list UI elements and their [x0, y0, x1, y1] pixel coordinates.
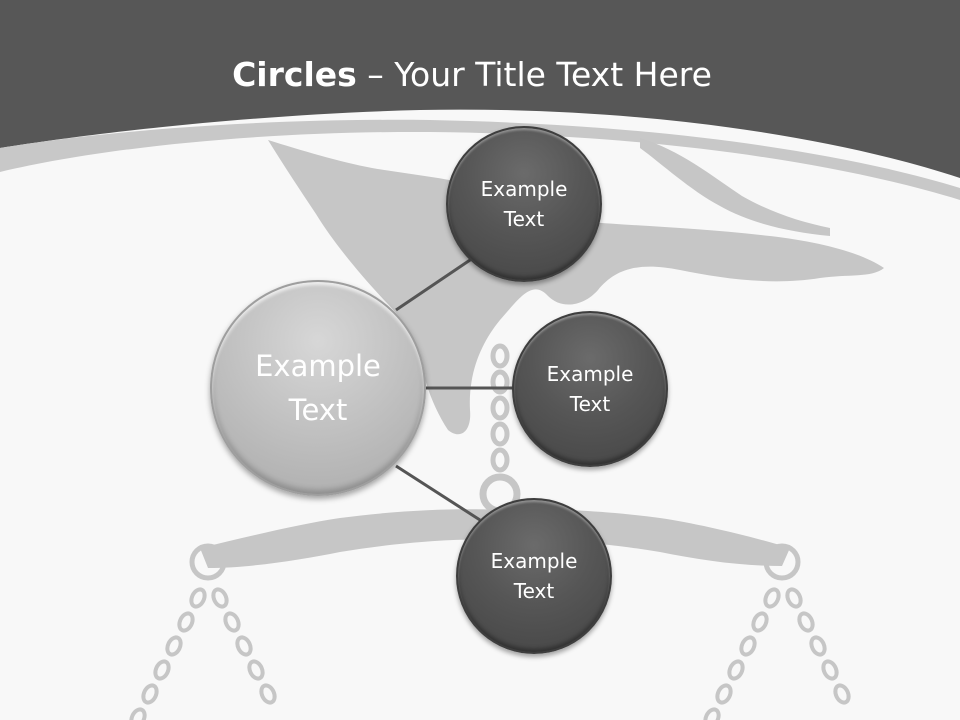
node-circle-bottom: Example Text — [456, 498, 612, 654]
slide-title-bold: Circles — [232, 55, 357, 94]
node-circle-middle-line1: Example — [546, 362, 634, 386]
node-circle-bottom-line2: Text — [513, 579, 555, 603]
side-chains — [129, 587, 851, 720]
slide-title: Circles – Your Title Text Here — [0, 52, 944, 98]
header-band — [0, 0, 960, 178]
center-circle-line1: Example — [255, 349, 381, 383]
node-circle-top: Example Text — [446, 126, 602, 282]
chain-icon — [479, 343, 521, 515]
center-circle-line2: Text — [288, 393, 348, 427]
node-circle-middle: Example Text — [512, 311, 668, 467]
node-circle-middle-line2: Text — [569, 392, 611, 416]
node-circle-top-line2: Text — [503, 207, 545, 231]
center-circle: Example Text — [210, 280, 426, 496]
connectors — [395, 254, 514, 522]
node-circle-top-line1: Example — [480, 177, 568, 201]
node-circle-bottom-line1: Example — [490, 549, 578, 573]
connector-line-top — [395, 254, 477, 312]
connector-line-bottom — [395, 464, 481, 522]
slide-title-rest: – Your Title Text Here — [356, 55, 712, 94]
